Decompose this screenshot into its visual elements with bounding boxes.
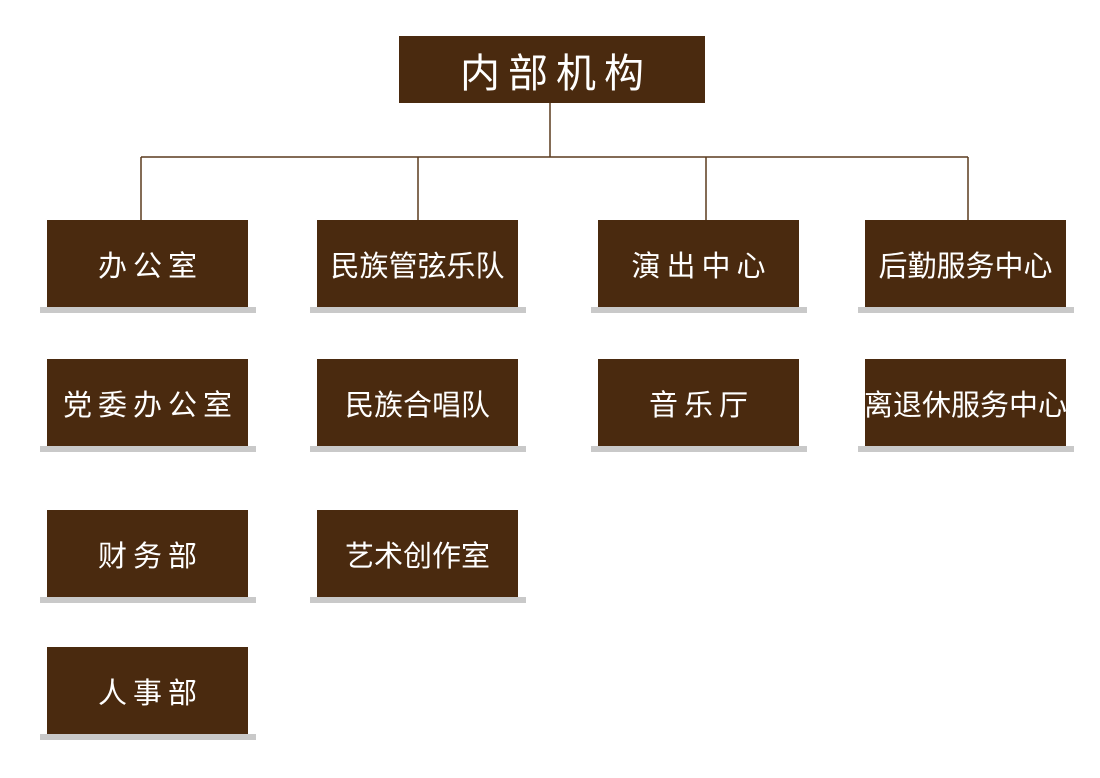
node-office: 办公室 <box>47 220 248 307</box>
node-shadow <box>858 446 1074 452</box>
node-shadow <box>310 307 526 313</box>
node-party-committee-office: 党委办公室 <box>47 359 248 446</box>
node-shadow <box>591 446 807 452</box>
node-performance-center: 演出中心 <box>598 220 799 307</box>
node-shadow <box>40 597 256 603</box>
node-personnel-department: 人事部 <box>47 647 248 734</box>
node-shadow <box>310 597 526 603</box>
node-art-creation-studio: 艺术创作室 <box>317 510 518 597</box>
node-chinese-orchestra: 民族管弦乐队 <box>317 220 518 307</box>
node-finance-department: 财务部 <box>47 510 248 597</box>
node-retiree-service-center: 离退休服务中心 <box>864 359 1067 446</box>
node-folk-choir: 民族合唱队 <box>317 359 518 446</box>
node-logistics-service-center: 后勤服务中心 <box>865 220 1066 307</box>
root-node-internal-organization: 内部机构 <box>399 36 705 103</box>
node-shadow <box>40 446 256 452</box>
node-shadow <box>858 307 1074 313</box>
node-shadow <box>310 446 526 452</box>
node-shadow <box>591 307 807 313</box>
node-shadow <box>40 307 256 313</box>
node-concert-hall: 音乐厅 <box>598 359 799 446</box>
node-shadow <box>40 734 256 740</box>
